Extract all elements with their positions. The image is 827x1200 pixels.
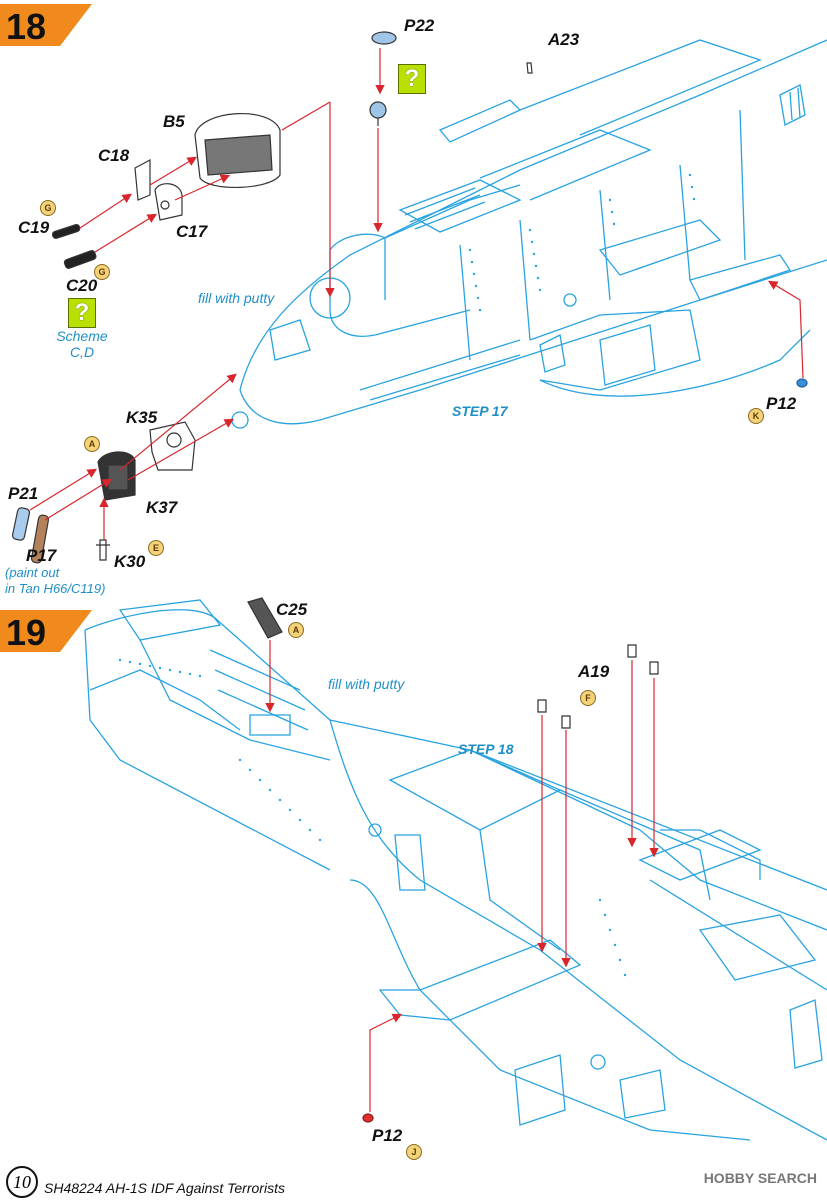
part-p21-shape: [11, 507, 31, 541]
scheme-line-1: Scheme: [56, 328, 108, 344]
part-c19-shape: [51, 224, 81, 239]
sprue-f-icon: F: [580, 690, 600, 711]
label-c25: C25: [276, 600, 308, 619]
label-k35: K35: [126, 408, 158, 427]
label-k37: K37: [146, 498, 178, 517]
sprue-k-icon: K: [748, 408, 768, 429]
paint-note-line-1: (paint out: [5, 565, 60, 580]
scheme-note: Scheme C,D: [50, 328, 114, 360]
label-p17: P17: [26, 546, 57, 565]
label-a19: A19: [578, 662, 610, 681]
label-c17: C17: [176, 222, 208, 241]
label-p12-step19: P12: [372, 1126, 403, 1145]
step18-number: 18: [6, 6, 47, 47]
part-a23-shape: [526, 62, 533, 74]
step19-badge: [0, 610, 92, 652]
step19-rivets: [118, 658, 627, 977]
sprue-a-icon-2: A: [288, 622, 308, 643]
part-p22-shape: [371, 31, 397, 45]
label-p12-step18: P12: [766, 394, 797, 413]
part-a19-shape-1: [537, 699, 547, 713]
part-c20-shape: [63, 250, 97, 269]
scheme-line-2: C,D: [69, 344, 95, 360]
part-a19-shape-4: [649, 661, 659, 675]
putty-note-18: fill with putty: [198, 290, 275, 306]
label-b5: B5: [163, 112, 185, 131]
part-c18-shape: [134, 159, 151, 201]
step18-parts: [11, 31, 808, 564]
label-c20: C20: [66, 276, 98, 295]
step18-fuselage: [231, 39, 827, 429]
step18-rivets: [468, 173, 696, 312]
sprue-a-icon: A: [84, 436, 104, 457]
part-p12-shape: [796, 378, 808, 388]
part-a19-shape-2: [561, 715, 571, 729]
step-ref-18: STEP 18: [458, 741, 514, 757]
watermark: HOBBY SEARCH: [703, 1170, 817, 1186]
part-p12-step19-shape: [362, 1113, 374, 1123]
step18-arrows: [29, 48, 804, 540]
label-a23: A23: [548, 30, 580, 49]
step18-badge: [0, 4, 92, 46]
label-c18: C18: [98, 146, 130, 165]
footer-title: SH48224 AH-1S IDF Against Terrorists: [44, 1180, 285, 1196]
paint-note-line-2: in Tan H66/C119): [5, 581, 106, 596]
question-icon: ?: [398, 64, 426, 94]
step-ref-17: STEP 17: [452, 403, 508, 419]
label-p22: P22: [404, 16, 435, 35]
part-c17-shape: [154, 183, 183, 221]
step19-number: 19: [6, 612, 47, 653]
label-k30: K30: [114, 552, 146, 571]
sprue-e-icon: E: [148, 540, 168, 561]
step19-parts: [247, 597, 659, 1123]
part-c25-shape: [247, 597, 283, 639]
question-icon-2: ?: [68, 298, 96, 328]
part-p17-shape: [30, 514, 50, 564]
sprue-j-icon: J: [406, 1144, 426, 1165]
step19-fuselage: [84, 599, 827, 1141]
putty-note-19: fill with putty: [328, 676, 405, 692]
step19-arrows: [265, 640, 659, 1112]
sprue-g-icon: G: [40, 200, 60, 221]
label-p21: P21: [8, 484, 39, 503]
part-a19-shape-3: [627, 644, 637, 658]
label-c19: C19: [18, 218, 50, 237]
page-number: 10: [6, 1166, 38, 1198]
part-k30-shape: [96, 539, 110, 561]
